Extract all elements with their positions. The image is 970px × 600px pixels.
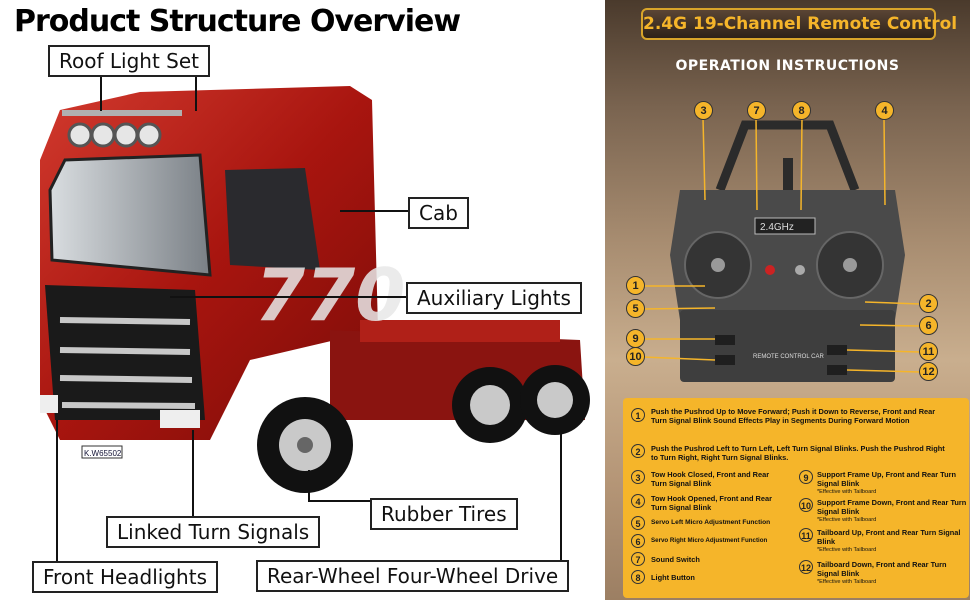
- badge-2: 2: [919, 294, 938, 313]
- side-window: [225, 168, 320, 270]
- truck-illustration: 770 K.W65502: [40, 86, 590, 493]
- instruction-12-text: Tailboard Down, Front and Rear Turn Sign…: [817, 560, 947, 579]
- inst-badge-8: 8: [631, 570, 645, 584]
- inst-badge-2: 2: [631, 444, 645, 458]
- instruction-10: Support Frame Down, Front and Rear Turn …: [817, 498, 967, 524]
- inst-badge-11: 11: [799, 528, 813, 542]
- inst-badge-9: 9: [799, 470, 813, 484]
- inst-badge-12: 12: [799, 560, 813, 574]
- instruction-6: Servo Right Micro Adjustment Function: [651, 537, 768, 544]
- badge-8: 8: [792, 101, 811, 120]
- turn-signal-leader: [192, 430, 194, 518]
- callout-auxiliary-lights: Auxiliary Lights: [406, 282, 582, 314]
- instruction-5: Servo Left Micro Adjustment Function: [651, 519, 771, 526]
- instructions-panel: 1 Push the Pushrod Up to Move Forward; P…: [623, 398, 969, 598]
- instruction-10-note: *Effective with Tailboard: [817, 516, 877, 523]
- instruction-3: Tow Hook Closed, Front and Rear Turn Sig…: [651, 470, 770, 489]
- roof-light-bar: [62, 110, 182, 148]
- remote-illustration: 2.4GHz REMOTE CONTROL CAR: [642, 117, 921, 382]
- instruction-1: Push the Pushrod Up to Move Forward; Pus…: [651, 407, 936, 426]
- instruction-11: Tailboard Up, Front and Rear Turn Signal…: [817, 528, 967, 554]
- operation-instructions-heading: OPERATION INSTRUCTIONS: [675, 58, 900, 74]
- remote-badge: 2.4GHz: [760, 222, 794, 233]
- truck-number: 770: [255, 253, 405, 337]
- product-structure-panel: Product Structure Overview: [14, 4, 590, 593]
- remote-label: REMOTE CONTROL CAR: [753, 354, 824, 360]
- instruction-11-note: *Effective with Tailboard: [817, 546, 877, 553]
- badge-6: 6: [919, 316, 938, 335]
- callout-front-headlights: Front Headlights: [32, 561, 218, 593]
- callout-rear-wheel-drive: Rear-Wheel Four-Wheel Drive: [256, 560, 570, 592]
- instruction-9-note: *Effective with Tailboard: [817, 488, 877, 495]
- page-title: Product Structure Overview: [14, 4, 461, 39]
- badge-4: 4: [875, 101, 894, 120]
- inst-badge-1: 1: [631, 408, 645, 422]
- aux-lights-leader: [170, 296, 408, 298]
- wheels: [257, 365, 590, 493]
- license-plate: K.W65502: [84, 449, 122, 458]
- inst-badge-7: 7: [631, 552, 645, 566]
- badge-5: 5: [626, 299, 645, 318]
- tires-leader-v: [308, 470, 310, 500]
- badge-12: 12: [919, 362, 938, 381]
- inst-badge-10: 10: [799, 498, 813, 512]
- instruction-9-text: Support Frame Up, Front and Rear Turn Si…: [817, 470, 957, 489]
- badge-7: 7: [747, 101, 766, 120]
- badge-11: 11: [919, 342, 938, 361]
- instruction-9: Support Frame Up, Front and Rear Turn Si…: [817, 470, 967, 496]
- tires-leader-h: [308, 500, 370, 502]
- badge-1: 1: [626, 276, 645, 295]
- badge-9: 9: [626, 329, 645, 348]
- callout-cab: Cab: [408, 197, 469, 229]
- cab-leader: [340, 210, 408, 212]
- windshield: [48, 153, 212, 277]
- inst-badge-3: 3: [631, 470, 645, 484]
- roof-light-leader-right: [195, 73, 197, 111]
- badge-3: 3: [694, 101, 713, 120]
- instruction-2: Push the Pushrod Left to Turn Left, Left…: [651, 444, 945, 463]
- inst-badge-4: 4: [631, 494, 645, 508]
- headlights-leader: [56, 420, 58, 563]
- badge-10: 10: [626, 347, 645, 366]
- instruction-10-text: Support Frame Down, Front and Rear Turn …: [817, 498, 967, 517]
- remote-control-panel: 2.4G 19-Channel Remote Control OPERATION…: [605, 0, 970, 600]
- inst-badge-5: 5: [631, 516, 645, 530]
- callout-linked-turn-signals: Linked Turn Signals: [106, 516, 321, 548]
- callout-roof-light-set: Roof Light Set: [48, 45, 210, 77]
- instruction-11-text: Tailboard Up, Front and Rear Turn Signal…: [817, 528, 961, 547]
- remote-title: 2.4G 19-Channel Remote Control: [641, 8, 957, 40]
- roof-light-leader-left: [100, 73, 102, 111]
- instruction-12: Tailboard Down, Front and Rear Turn Sign…: [817, 560, 967, 586]
- drive-leader: [560, 420, 562, 562]
- inst-badge-6: 6: [631, 534, 645, 548]
- instruction-12-note: *Effective with Tailboard: [817, 578, 877, 585]
- callout-rubber-tires: Rubber Tires: [370, 498, 518, 530]
- instruction-4: Tow Hook Opened, Front and Rear Turn Sig…: [651, 494, 772, 513]
- instruction-7: Sound Switch: [651, 555, 700, 564]
- instruction-8: Light Button: [651, 573, 695, 582]
